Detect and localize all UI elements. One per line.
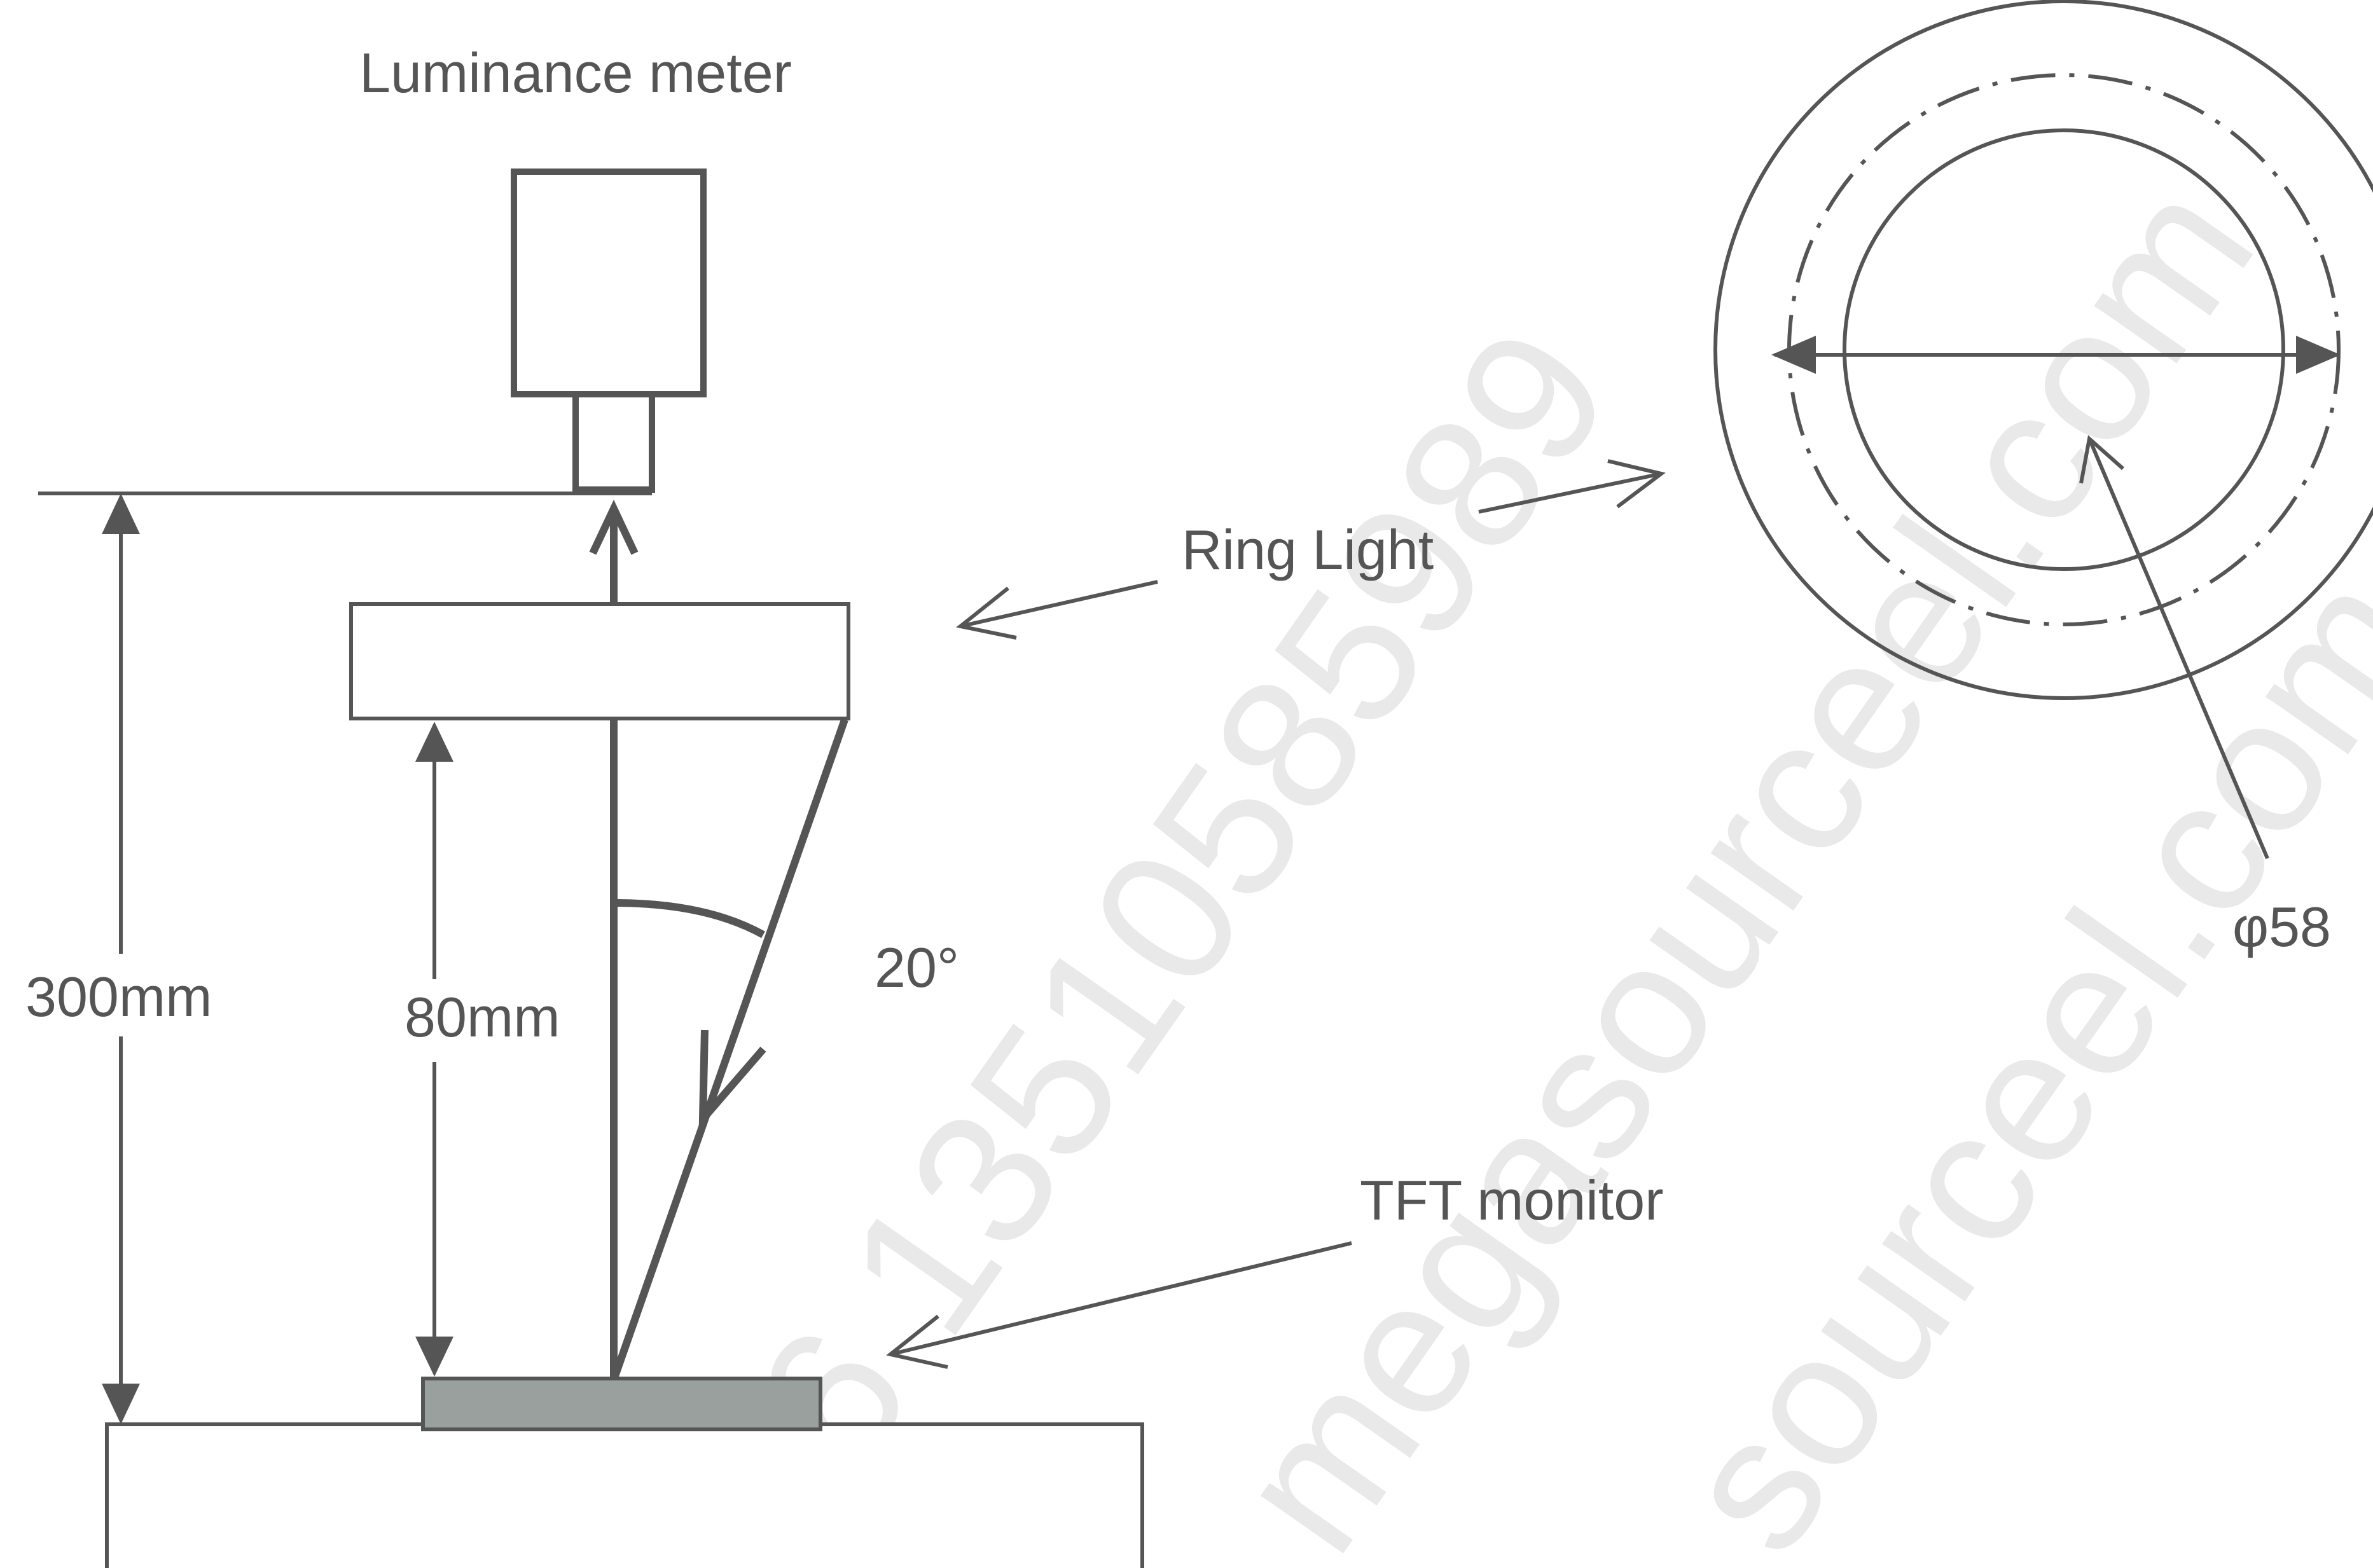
ring-inner-circle [1843,128,2285,571]
dimension-80mm-arrow-bottom [415,1337,453,1377]
diameter-arrow-right [2296,336,2341,374]
dimension-80mm-label-bg [401,979,579,1062]
angle-label: 20° [875,936,959,999]
meter-body [511,168,707,397]
diameter-label: φ58 [2232,895,2331,958]
tft-monitor-panel [421,1377,822,1431]
incident-ray-arrowhead [698,1029,766,1130]
tft-monitor-pointer-head [886,1314,948,1369]
luminance-meter [511,168,707,493]
incident-ray [610,719,848,1381]
dimension-80mm-label: 80mm [405,986,560,1049]
meter-lens [572,391,655,493]
luminance-meter-label: Luminance meter [359,41,792,104]
optical-axis-arrowhead [589,499,639,555]
angle-arc [613,899,765,939]
dimension-80mm-arrow-top [415,722,453,762]
dimension-300mm-arrow-top [102,493,140,534]
ring-light-pointer-right [1478,472,1662,514]
ring-light-label: Ring Light [1182,518,1434,581]
ring-light-top-view [1713,0,2373,700]
diameter-leader [2087,437,2269,860]
ring-light-side [349,602,850,720]
tft-monitor-label: TFT monitor [1360,1169,1664,1232]
base-table [105,1422,1144,1568]
dimension-300mm-label: 300mm [25,965,212,1028]
ring-light-pointer-right-head [1607,459,1666,509]
dimension-300mm-arrow-bottom [102,1384,140,1424]
dimension-300mm-label-bg [19,954,223,1036]
watermark: 86 13510585989 megasourceel.com sourceel… [653,145,2373,1568]
ring-light-pointer-left [960,580,1158,628]
diameter-leader-head [2079,435,2124,484]
tft-monitor-pointer [890,1241,1352,1356]
ring-outer-circle [1713,0,2373,700]
diameter-arrow-left [1771,336,1816,374]
ring-light-pointer-left-head [956,586,1017,640]
